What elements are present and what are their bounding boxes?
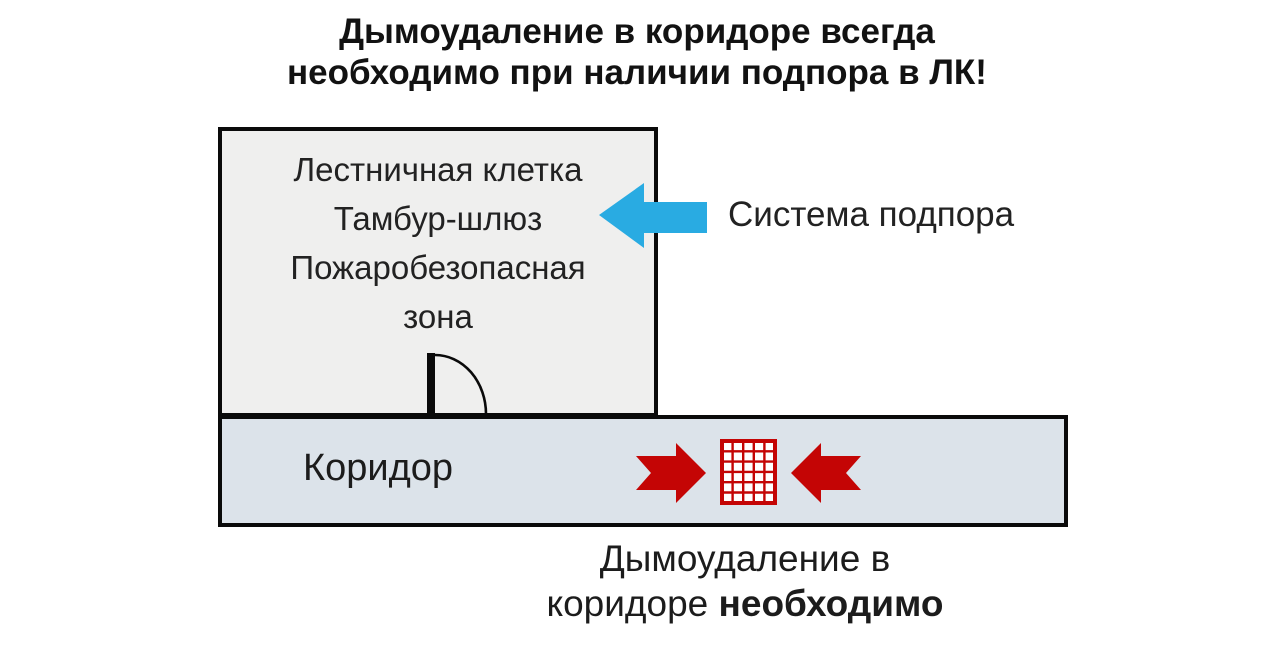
page-title-line-2: необходимо при наличии подпора в ЛК! bbox=[287, 53, 987, 92]
smoke-extraction-note: Дымоудаление в коридоре необходимо bbox=[445, 536, 1045, 626]
room-label-staircase: Лестничная клетка bbox=[293, 151, 583, 188]
smoke-flow-left-notched-arrow-icon bbox=[791, 443, 861, 503]
corridor-label: Коридор bbox=[303, 447, 454, 489]
page-title: Дымоудаление в коридоре всегда необходим… bbox=[0, 11, 1274, 93]
smoke-extraction-note-bold: необходимо bbox=[718, 583, 944, 624]
staircase-room-labels: Лестничная клетка Тамбур-шлюз Пожаробезо… bbox=[222, 131, 654, 341]
corridor-box bbox=[218, 415, 1068, 527]
room-label-vestibule: Тамбур-шлюз bbox=[333, 200, 543, 237]
pressurization-system-label: Система подпора bbox=[728, 195, 1015, 234]
room-label-fire-safe-zone-1: Пожаробезопасная bbox=[290, 249, 586, 286]
pressurization-left-block-arrow-icon bbox=[599, 183, 707, 248]
smoke-extraction-note-line-1: Дымоудаление в bbox=[599, 538, 891, 579]
smoke-extraction-note-regular: коридоре bbox=[546, 583, 709, 624]
door-swing-arc-icon bbox=[427, 353, 488, 415]
room-label-fire-safe-zone-2: зона bbox=[403, 298, 473, 335]
staircase-room-box: Лестничная клетка Тамбур-шлюз Пожаробезо… bbox=[218, 127, 658, 417]
smoke-flow-right-notched-arrow-icon bbox=[636, 443, 706, 503]
exhaust-grille-icon bbox=[720, 439, 777, 505]
page-title-line-1: Дымоудаление в коридоре всегда bbox=[339, 12, 935, 51]
smoke-extraction-note-line-2: коридоре необходимо bbox=[445, 581, 1045, 626]
